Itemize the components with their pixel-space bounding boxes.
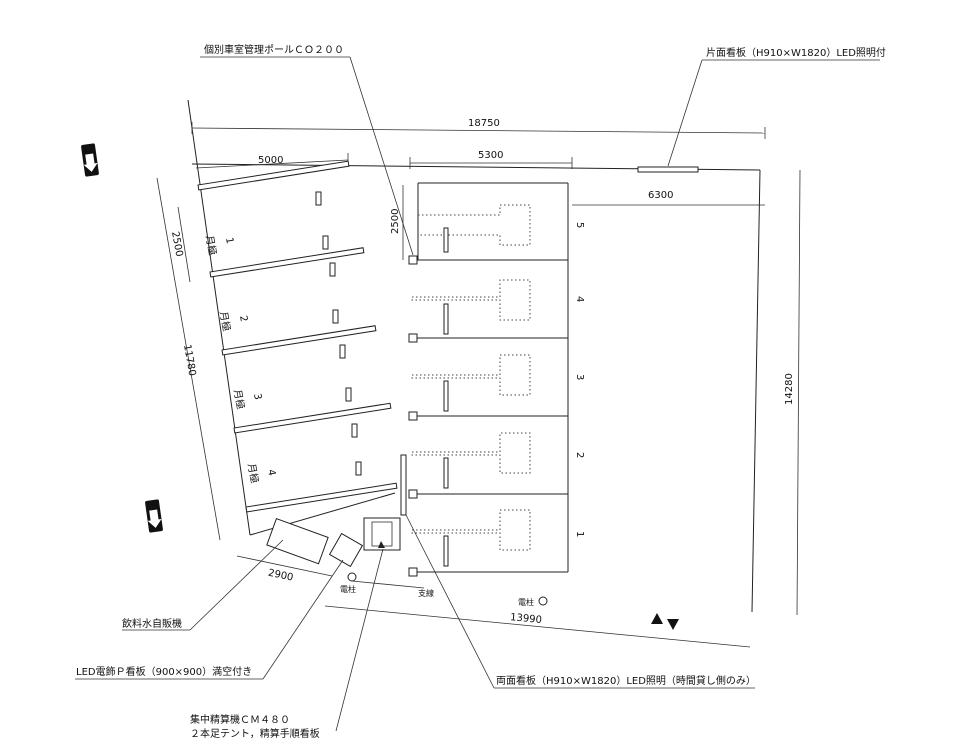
led-sign-label: LED電飾Ｐ看板（900×900）満空付き [76, 665, 252, 678]
double-sign-label: 両面看板（H910×W1820）LED照明（時間貸し側のみ） [496, 674, 756, 687]
double-sided-sign [400, 454, 407, 516]
stall-bar [233, 402, 392, 434]
stall-number: 4 [265, 469, 277, 477]
equipment [266, 166, 699, 606]
vending-label: 飲料水自販機 [122, 617, 182, 630]
wheel-stop [443, 303, 449, 335]
triangle-down-icon [667, 619, 679, 630]
entry-arrow-icon [81, 143, 99, 177]
dim-right-width: 5300 [478, 150, 503, 161]
management-pole [408, 489, 418, 499]
arrow-icon [378, 541, 385, 548]
stall-number: 3 [574, 374, 585, 380]
wheel-stop [315, 191, 322, 206]
right-stall-numbers: 5 4 3 2 1 [574, 222, 585, 537]
management-pole [408, 567, 418, 577]
tent-label: ２本足テント，精算手順看板 [190, 727, 320, 740]
pole-label-1: 電柱 [340, 584, 356, 594]
right-stalls [408, 182, 569, 577]
utility-pole-icon [538, 596, 548, 606]
support-wire-label: 支線 [418, 588, 434, 598]
stall-number: 5 [574, 222, 585, 228]
wheel-stop [443, 457, 449, 489]
triangle-up-icon [651, 613, 663, 624]
entry-arrow-icon [145, 499, 163, 533]
stall-number: 4 [574, 296, 585, 302]
dim-left-width: 5000 [258, 155, 283, 166]
wheel-stop [355, 461, 362, 476]
management-pole [408, 255, 418, 265]
left-stall-labels: 1 月極 2 月極 3 月極 4 月極 [203, 234, 277, 484]
wheel-stop [345, 387, 352, 402]
stall-bar [197, 160, 350, 191]
entrance-arrows [81, 143, 679, 630]
utility-pole-icon [347, 572, 357, 582]
pole-label: 個別車室管理ポールＣＯ２００ [204, 43, 344, 56]
stall-number: 3 [251, 393, 263, 401]
left-stall-lines [197, 160, 398, 513]
single-sign-label: 片面看板（H910×W1820）LED照明付 [706, 46, 886, 59]
stall-number: 2 [574, 452, 585, 458]
management-pole [408, 411, 418, 421]
single-sided-sign [637, 166, 699, 173]
stall-bar [209, 247, 365, 278]
stall-number: 2 [237, 315, 249, 323]
pole-label-2: 電柱 [518, 597, 534, 607]
stall-number: 1 [574, 531, 585, 537]
wheel-stop [332, 309, 339, 324]
dim-bottom: 13990 [510, 612, 543, 626]
led-sign [328, 532, 364, 568]
stall-bar [245, 482, 398, 513]
wheel-stop [443, 535, 449, 567]
stall-type: 月極 [231, 388, 247, 410]
wheel-stop [322, 235, 329, 250]
stall-number: 1 [223, 237, 235, 245]
dim-right-side: 14280 [784, 373, 795, 405]
dim-stall-depth-right: 2500 [390, 209, 401, 234]
stall-type: 月極 [203, 234, 219, 256]
pay-machine-label: 集中精算機ＣＭ４８０ [190, 713, 290, 726]
wheel-stop [329, 262, 336, 277]
dim-stall-depth-left: 2500 [169, 231, 184, 258]
management-pole [408, 333, 418, 343]
stall-type: 月極 [245, 462, 261, 484]
dim-left-side: 11780 [181, 344, 197, 377]
vending-machine [266, 517, 329, 565]
wheel-stop [443, 380, 449, 412]
dim-overall-top: 18750 [468, 118, 500, 129]
wheel-stop [339, 344, 346, 359]
stall-bar [221, 325, 377, 356]
dim-front-left: 2900 [267, 568, 294, 584]
stall-type: 月極 [217, 310, 233, 332]
callout-leaders [75, 56, 880, 732]
wheel-stop [351, 423, 358, 438]
dim-right-aisle: 6300 [648, 190, 673, 201]
wheel-stop [443, 227, 449, 253]
